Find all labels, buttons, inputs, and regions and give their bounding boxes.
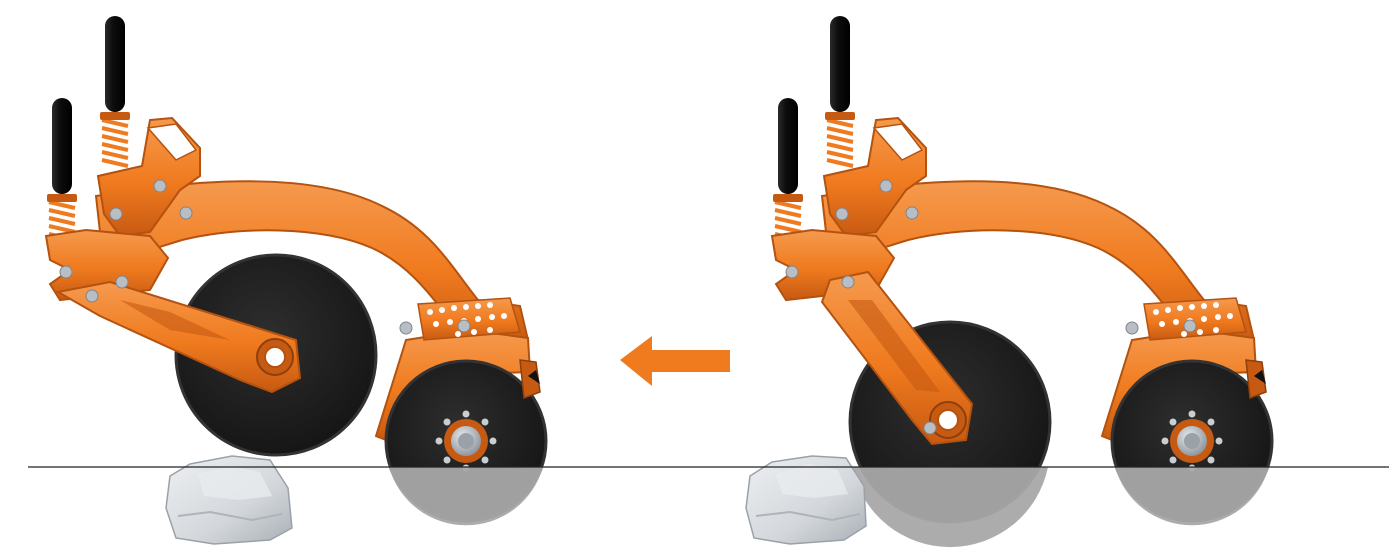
rock-icon	[745, 455, 867, 545]
spring-assembly-front	[45, 96, 79, 250]
arrow-left-icon	[620, 336, 730, 386]
scene-before	[44, 14, 548, 545]
adjustment-plate	[1143, 297, 1247, 341]
scene-after	[745, 14, 1274, 548]
adjustment-plate	[417, 297, 521, 341]
disc-below-ground	[852, 467, 1048, 548]
rock-icon	[165, 455, 293, 545]
wheel-below-ground	[1115, 467, 1269, 526]
spring-assembly-rear	[823, 14, 857, 168]
spring-assembly-front	[771, 96, 805, 250]
spring-assembly-rear	[98, 14, 132, 168]
wheel-below-ground	[389, 467, 543, 526]
coulter-arm	[55, 280, 302, 394]
